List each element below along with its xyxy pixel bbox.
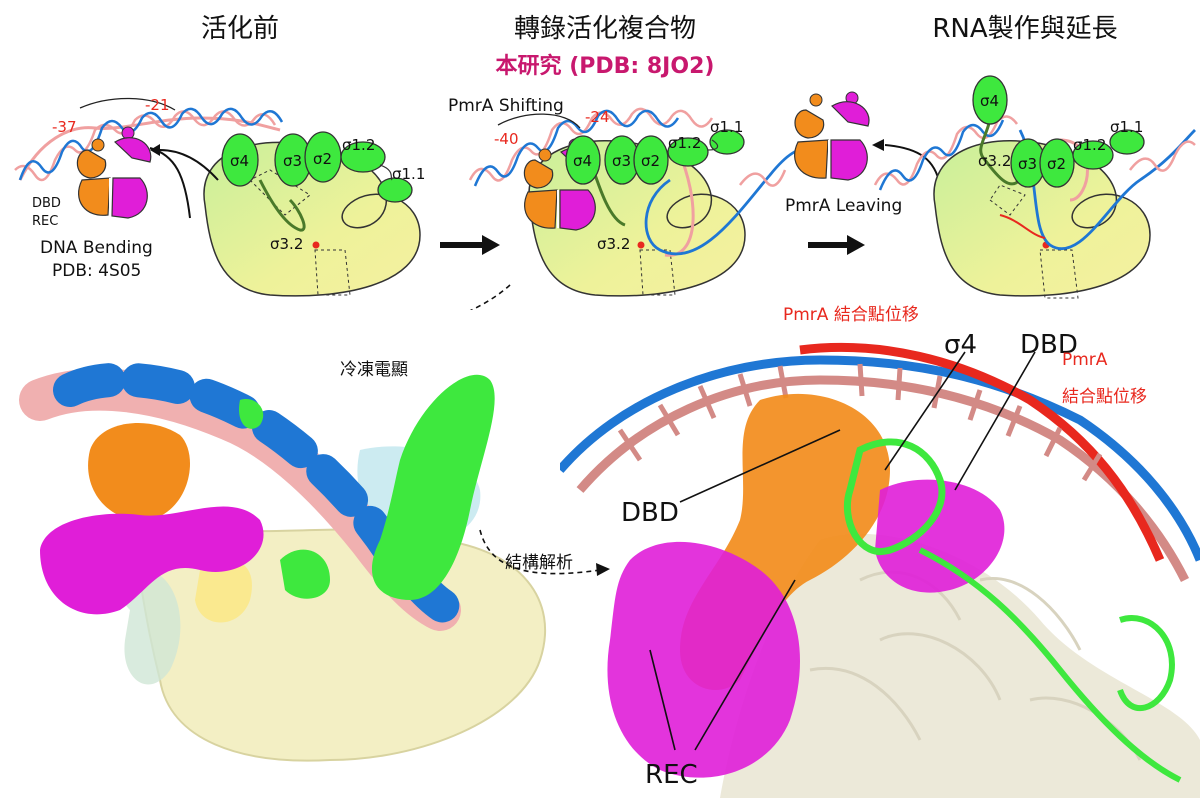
- annot-sigma4: σ4: [944, 330, 978, 360]
- panel-subtitle-this-study: 本研究 (PDB: 8JO2): [495, 54, 715, 79]
- right-panel-graphics: [794, 75, 1196, 299]
- sigma4-right: σ4: [980, 92, 1000, 110]
- sigma3-right: σ3: [1018, 155, 1038, 173]
- annot-binding-shift-right: 結合點位移: [1062, 387, 1147, 407]
- panel-title-activation-complex: 轉錄活化複合物: [513, 14, 696, 44]
- sigma2-left: σ2: [313, 150, 333, 168]
- label-pmra-shifting: PmrA Shifting: [448, 96, 564, 116]
- dna-position-minus37: -37: [52, 118, 77, 136]
- sigma1-1-middle: σ1.1: [710, 118, 744, 136]
- dashed-arrow-structure: [479, 529, 610, 576]
- arrow-2: [808, 235, 865, 255]
- sigma4-left: σ4: [230, 152, 250, 170]
- label-pmra-leaving: PmrA Leaving: [785, 196, 903, 216]
- sigma3-left: σ3: [283, 152, 303, 170]
- sigma1-1-right: σ1.1: [1110, 118, 1144, 136]
- sigma2-middle: σ2: [641, 152, 661, 170]
- middle-panel-graphics: [468, 107, 801, 297]
- sigma1-1-left: σ1.1: [392, 165, 426, 183]
- label-dna-bending: DNA Bending: [40, 238, 153, 258]
- annot-pmra-shift-top: PmrA 結合點位移: [783, 305, 919, 325]
- arrow-1: [440, 235, 500, 255]
- annot-rec: REC: [645, 760, 698, 790]
- annot-pmra: PmrA: [1062, 350, 1108, 370]
- panel-title-before-activation: 活化前: [200, 14, 279, 44]
- label-pdb-4s05: PDB: 4S05: [52, 261, 142, 281]
- sigma1-2-right: σ1.2: [1073, 136, 1107, 154]
- sigma1-2-left: σ1.2: [342, 136, 376, 154]
- sigma3-middle: σ3: [612, 152, 632, 170]
- label-structure-solution: 結構解析: [505, 553, 573, 573]
- panel-title-rna-elongation: RNA製作與延長: [932, 14, 1118, 44]
- sigma3-2-middle: σ3.2: [597, 235, 631, 253]
- dna-position-minus24: -24: [585, 108, 610, 126]
- atomic-model: [560, 342, 1200, 798]
- label-cryo-em: 冷凍電顯: [340, 360, 408, 380]
- sigma2-right: σ2: [1047, 155, 1067, 173]
- sigma1-2-middle: σ1.2: [668, 134, 702, 152]
- label-dbd-left: DBD: [32, 196, 61, 211]
- label-rec-left: REC: [32, 214, 59, 229]
- left-panel-graphics: [14, 97, 421, 297]
- annot-dbd-left: DBD: [621, 498, 679, 528]
- sigma3-2-left: σ3.2: [270, 235, 304, 253]
- dna-position-minus40: -40: [494, 130, 519, 148]
- schematic-panels: [14, 75, 1196, 310]
- sigma3-2-right: σ3.2: [978, 152, 1012, 170]
- cryo-em-map: [19, 362, 546, 762]
- annot-dbd-right: DBD: [1020, 330, 1078, 360]
- dna-position-minus21: -21: [145, 96, 170, 114]
- sigma4-middle: σ4: [573, 152, 593, 170]
